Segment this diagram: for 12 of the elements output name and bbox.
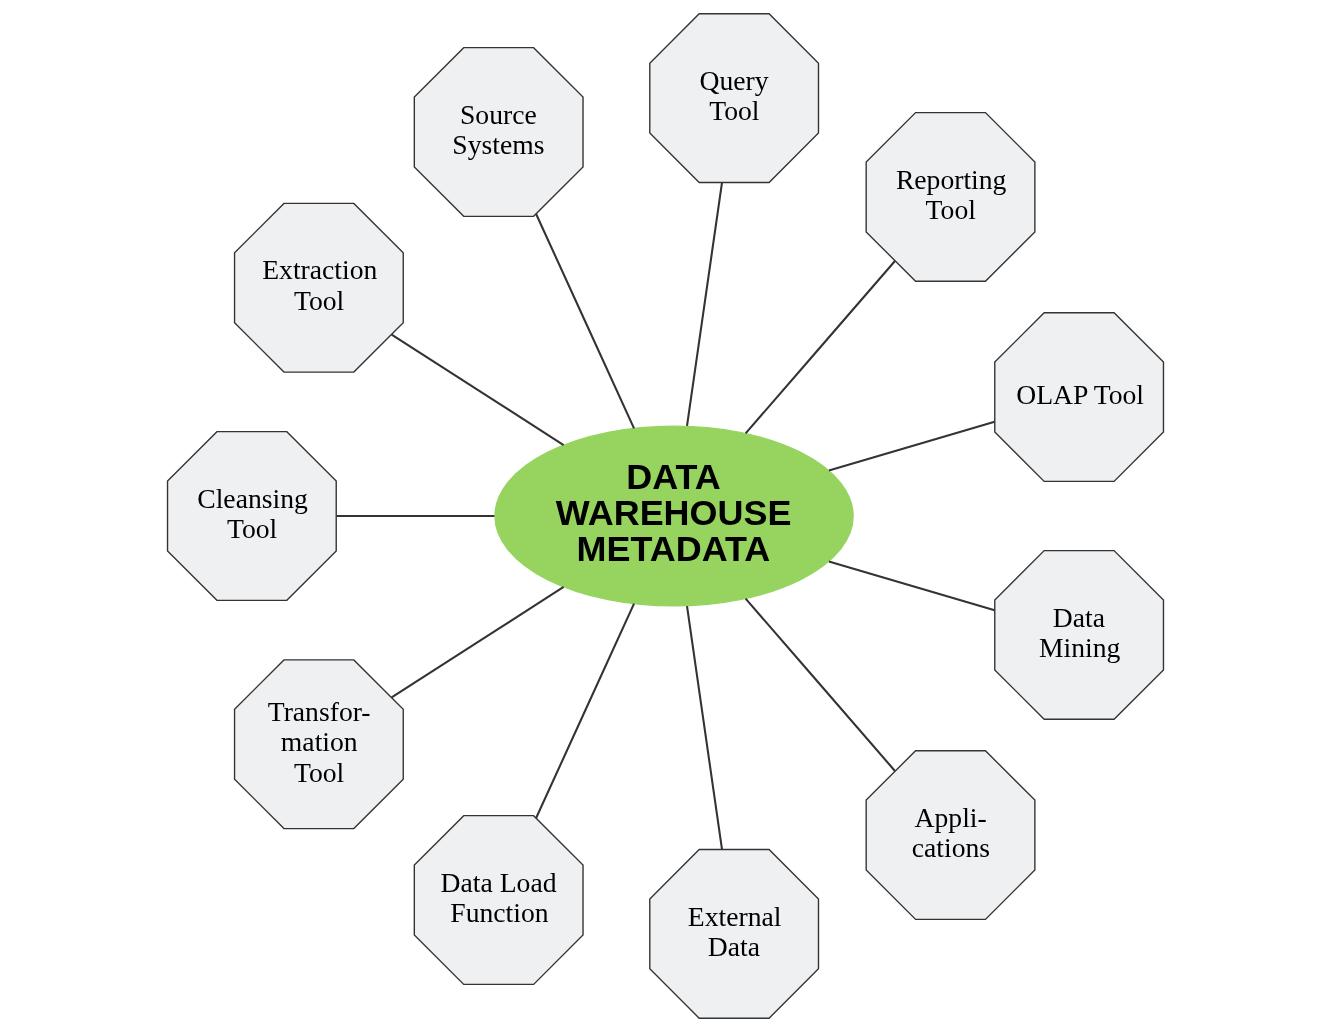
connector (336, 514, 494, 518)
node-ellipse: DATA WAREHOUSE METADATA (493, 425, 854, 607)
connector (390, 333, 564, 446)
connector (828, 420, 995, 472)
connector (534, 213, 635, 429)
connector (744, 260, 896, 435)
connector (744, 597, 896, 772)
connector (534, 603, 635, 819)
connector (828, 560, 995, 612)
connector (685, 182, 723, 426)
connector (390, 586, 564, 699)
connector (685, 606, 723, 850)
